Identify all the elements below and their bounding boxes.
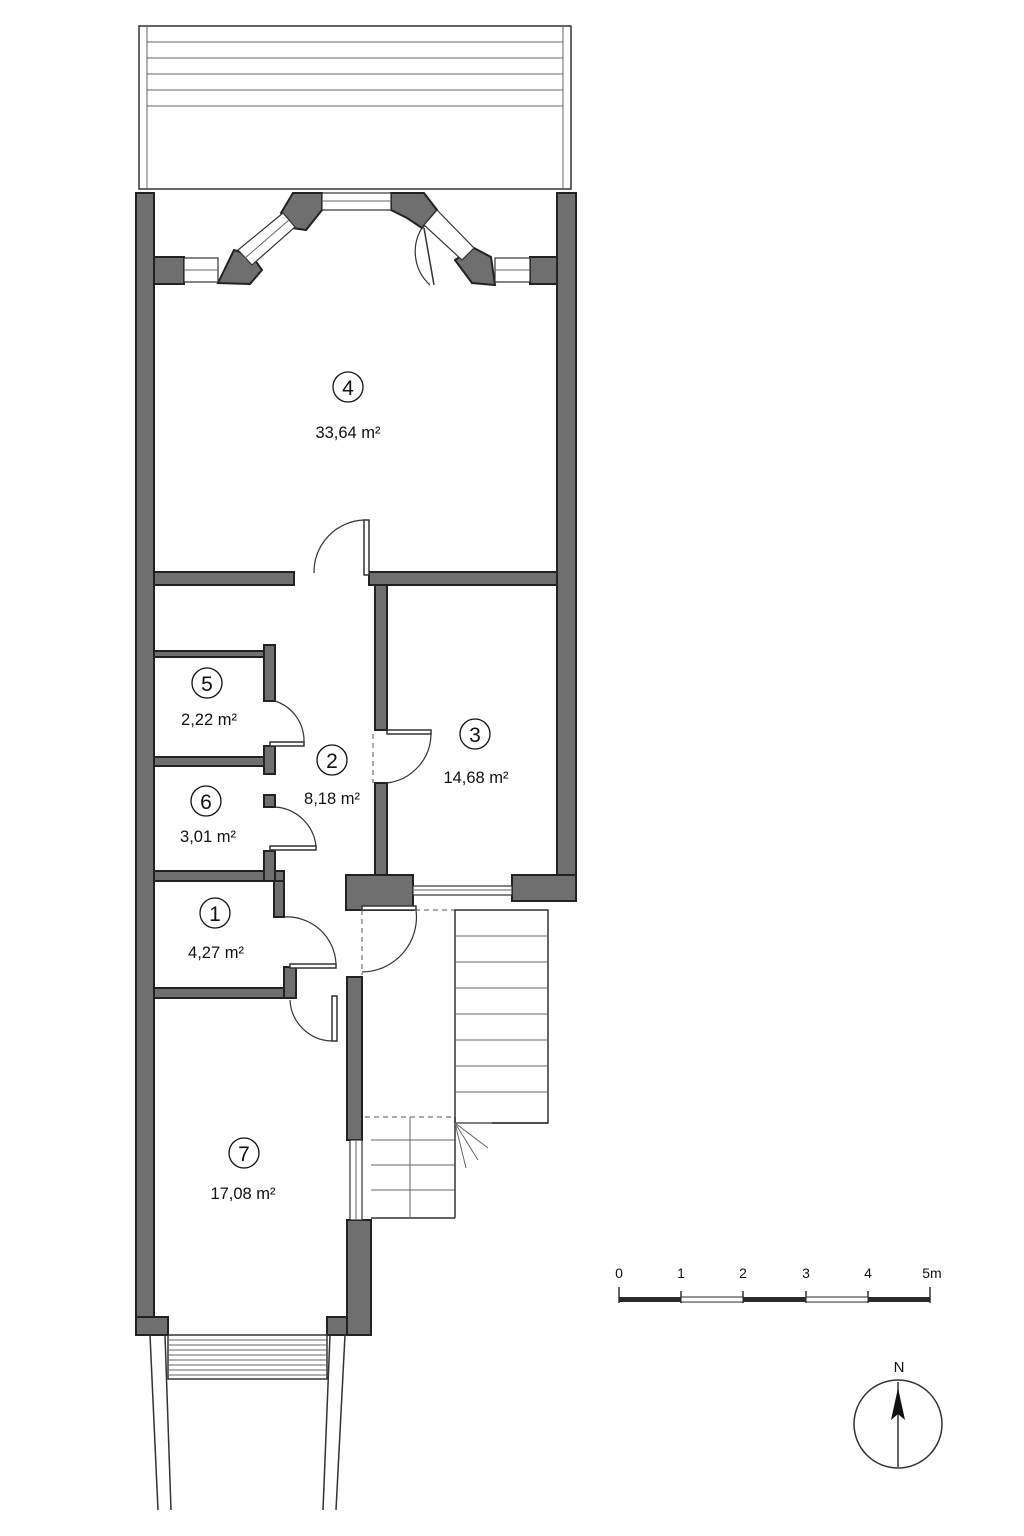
room-area: 8,18 m² [304, 790, 360, 808]
north-label: N [894, 1359, 905, 1376]
room-label-3: 3 14,68 m² [443, 718, 509, 787]
room-number: 1 [209, 903, 221, 926]
doors [269, 519, 432, 1042]
room-number: 3 [469, 724, 481, 747]
compass-circle [853, 1379, 943, 1469]
room-label-1: 1 4,27 m² [188, 897, 244, 962]
room-label-7: 7 17,08 m² [210, 1137, 276, 1203]
staircase [365, 909, 549, 1219]
room-number: 4 [342, 377, 354, 400]
north-arrow: N [853, 1359, 943, 1469]
entrance-steps [149, 1334, 346, 1511]
room-label-5: 5 2,22 m² [181, 667, 237, 729]
room-3-window [412, 885, 513, 896]
room-area: 2,22 m² [181, 711, 237, 729]
interior-walls [153, 571, 577, 999]
room-label-2: 2 8,18 m² [304, 744, 360, 808]
scale-label: 4 [864, 1265, 872, 1281]
room-area: 14,68 m² [443, 769, 509, 787]
scale-label: 3 [802, 1265, 810, 1281]
room-number: 5 [201, 673, 213, 696]
scale-label: 2 [739, 1265, 747, 1281]
bay-windows [183, 192, 531, 286]
scale-bar: 0 1 2 3 4 5m [615, 1265, 942, 1303]
scale-label: 5m [922, 1265, 941, 1281]
top-terrace [138, 25, 572, 190]
room-area: 3,01 m² [180, 828, 236, 846]
room-area: 4,27 m² [188, 944, 244, 962]
scale-label: 1 [677, 1265, 685, 1281]
room-area: 17,08 m² [210, 1185, 276, 1203]
room-number: 2 [326, 750, 338, 773]
room-label-6: 6 3,01 m² [180, 785, 236, 846]
room-number: 7 [238, 1143, 250, 1166]
scale-label: 0 [615, 1265, 623, 1281]
room-area: 33,64 m² [315, 424, 381, 442]
north-arrow-icon [891, 1388, 905, 1420]
room-7-window [349, 1139, 363, 1221]
room-label-4: 4 33,64 m² [315, 371, 381, 442]
room-number: 6 [200, 791, 212, 814]
